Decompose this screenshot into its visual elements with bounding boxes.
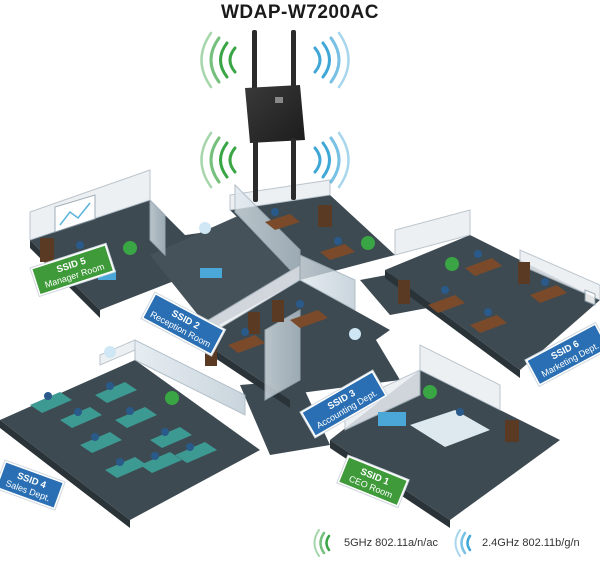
room-tag-sales: SSID 4 Sales Dept.: [0, 459, 66, 511]
office-furniture: [30, 205, 567, 478]
glass-walls: [29, 169, 600, 431]
legend-24g-icon: [454, 529, 472, 557]
blue-wifi-wave-icon: [313, 31, 350, 189]
floor-top-office: [230, 195, 395, 280]
legend-24g-label: 2.4GHz 802.11b/g/n: [482, 537, 580, 549]
antenna-bottom-right: [291, 138, 296, 200]
office-workers: [44, 208, 549, 466]
antenna-top-left: [252, 30, 257, 92]
room-tag-marketing: SSID 6 Marketing Dept.: [524, 321, 600, 388]
green-wifi-wave-icon: [200, 31, 237, 189]
legend-5g-icon: [313, 529, 331, 557]
room-tag-ceo: SSID 1 CEO Room: [336, 454, 410, 509]
legend-5g-label: 5GHz 802.11a/n/ac: [344, 537, 438, 549]
floor-reception-room: [150, 215, 300, 330]
floor-marketing: [385, 235, 600, 370]
sales-cubicles: [30, 382, 217, 478]
device-model-title: WDAP-W7200AC: [220, 2, 380, 23]
corridor-lower: [240, 380, 330, 455]
access-point-device: [245, 30, 305, 202]
antenna-bottom-left: [253, 140, 258, 202]
device-body: [245, 85, 305, 143]
antenna-top-right: [291, 30, 296, 92]
